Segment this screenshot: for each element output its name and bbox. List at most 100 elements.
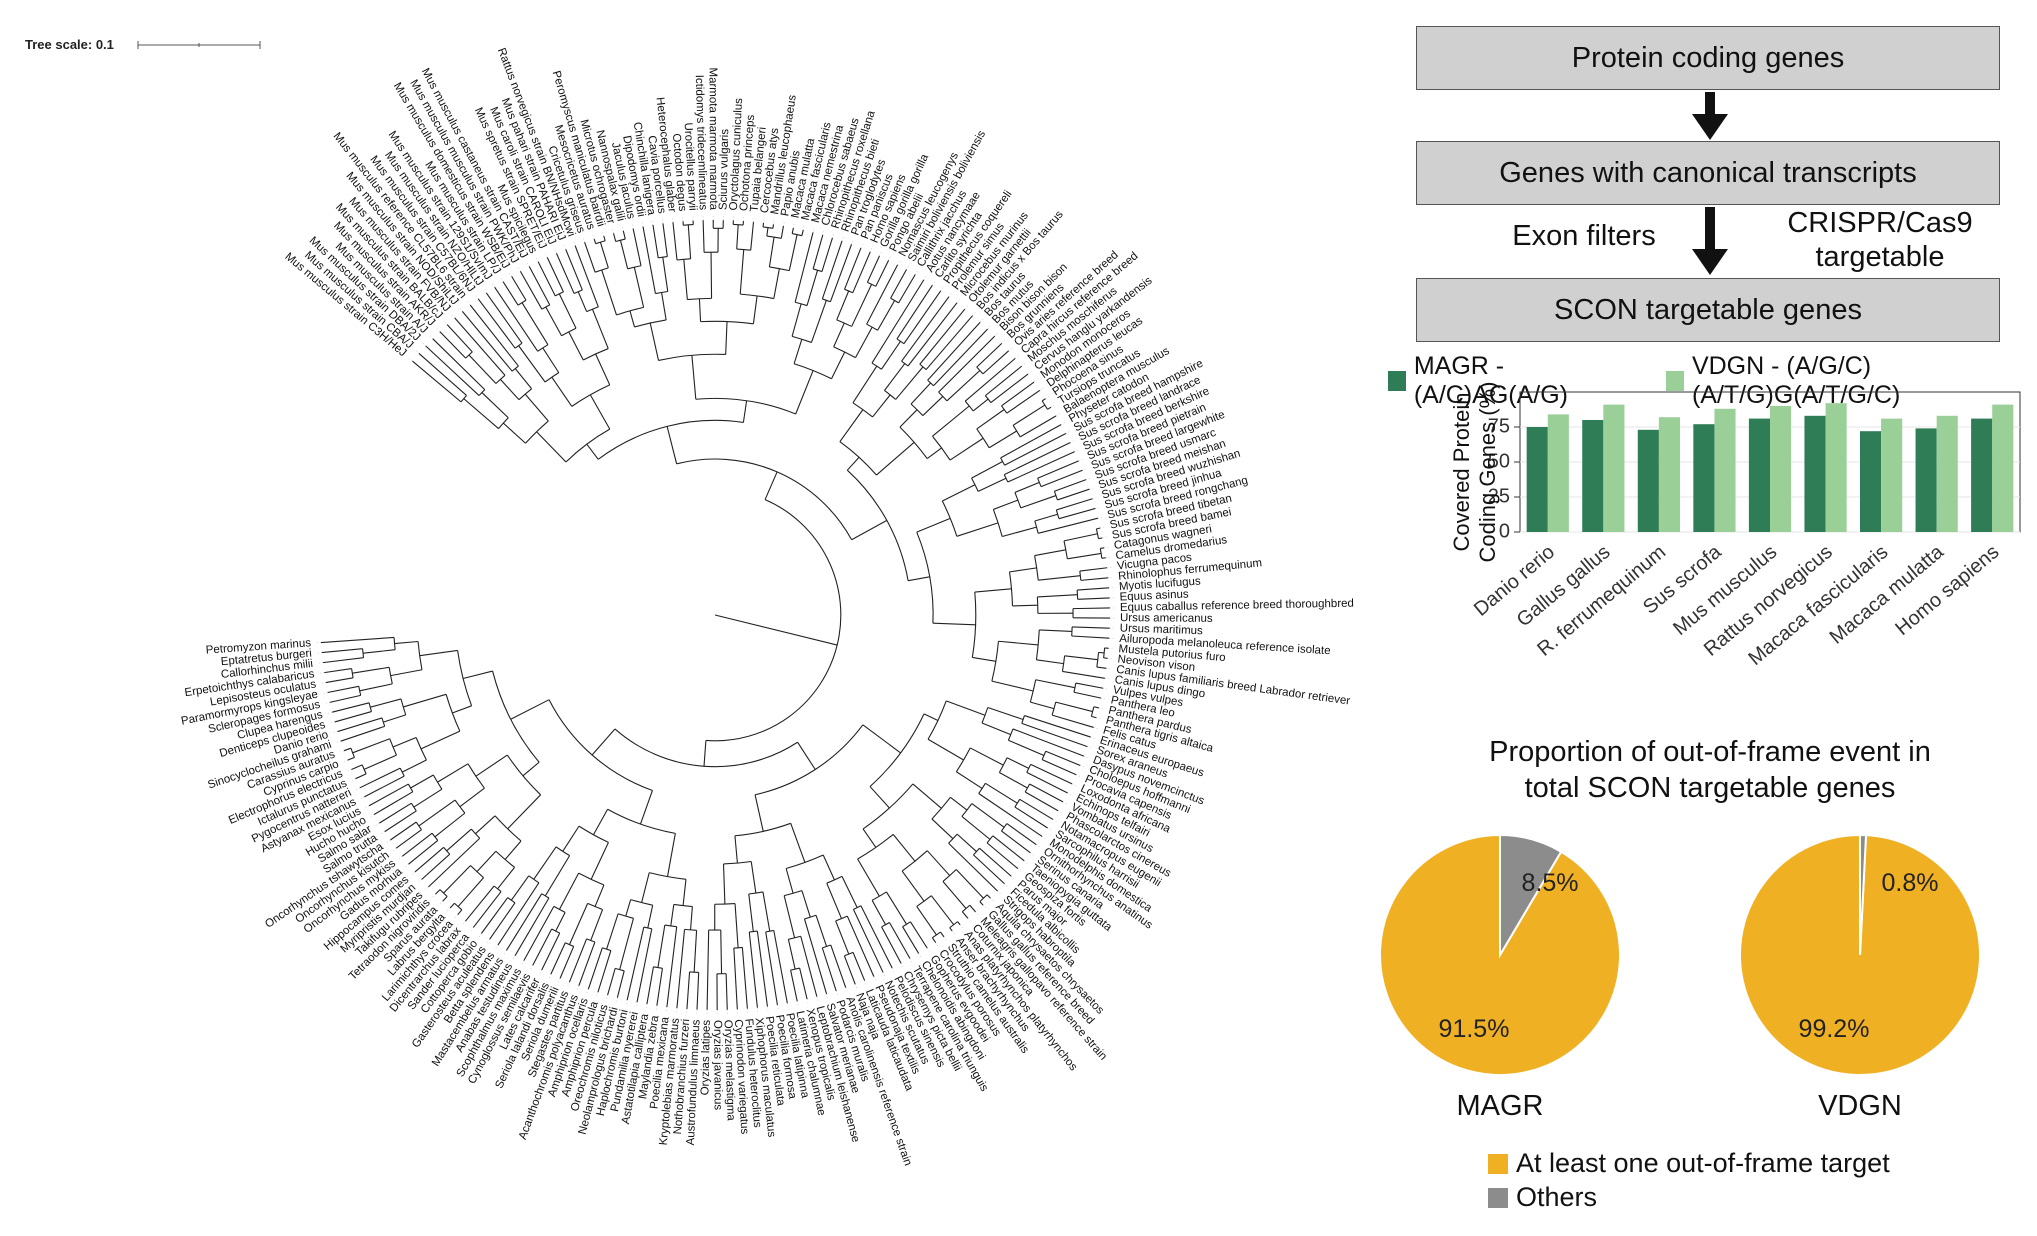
tree-branch-arc — [910, 403, 924, 416]
tree-branch-arc — [399, 767, 405, 777]
crispr-label-line1: CRISPR/Cas9 — [1787, 207, 1973, 239]
tree-branch — [1101, 557, 1106, 559]
tree-leaf-leader — [1067, 792, 1074, 796]
tree-branch — [1038, 517, 1099, 534]
tree-branch — [932, 405, 970, 437]
tree-branch — [895, 366, 924, 400]
tree-branch — [1040, 469, 1083, 488]
tree-branch — [662, 257, 669, 292]
tree-leaf-leader — [918, 953, 923, 959]
tree-branch — [461, 310, 513, 372]
tree-leaf-leader — [601, 230, 605, 237]
tree-branch — [886, 891, 908, 925]
tree-leaf-leader — [450, 313, 455, 319]
tree-branch-arc — [866, 323, 878, 331]
tree-branch — [418, 353, 467, 396]
tree-leaf-leader — [1097, 516, 1104, 519]
tree-branch — [877, 300, 896, 331]
tree-branch — [1004, 433, 1067, 466]
tree-branch-arc — [1001, 405, 1008, 414]
tree-branch — [1026, 771, 1068, 794]
tree-branch — [465, 885, 495, 922]
tree-branch — [468, 354, 497, 384]
tree-leaf-leader — [1108, 576, 1115, 579]
tree-branch-arc — [1024, 783, 1031, 793]
tree-leaf-leader — [316, 662, 323, 664]
tree-branch — [961, 816, 991, 840]
tree-branch-arc — [541, 304, 550, 310]
tree-branch — [940, 931, 945, 938]
tree-branch — [1012, 728, 1085, 757]
tree-branch — [748, 931, 758, 1008]
tree-branch-arc — [754, 724, 864, 796]
tree-branch-arc — [791, 335, 812, 343]
tree-leaf-leader — [1107, 658, 1114, 660]
tree-branch — [787, 939, 796, 970]
tree-branch-arc — [565, 942, 574, 947]
tree-branch — [736, 224, 739, 250]
tree-leaf-leader — [1024, 860, 1030, 865]
tree-leaf-leader — [900, 963, 905, 969]
tree-branch — [846, 915, 875, 977]
tree-leaf-leader — [1041, 836, 1048, 841]
tree-branch-arc — [932, 931, 941, 939]
tree-branch — [590, 909, 604, 941]
tree-branch — [851, 519, 888, 541]
tree-leaf-leader — [1047, 827, 1053, 832]
tree-branch-arc — [541, 893, 550, 899]
tree-branch-arc — [528, 875, 540, 884]
tree-branch — [1056, 498, 1093, 511]
tree-leaf-leader — [753, 215, 755, 222]
tree-branch — [976, 342, 1003, 368]
tree-leaf-leader — [932, 280, 936, 286]
tree-branch — [956, 522, 999, 537]
tree-leaf-leader — [851, 238, 854, 245]
tree-branch-arc — [734, 822, 791, 837]
tree-leaf-leader — [812, 226, 815, 233]
tree-leaf-leader — [1104, 546, 1111, 549]
tree-branch — [1012, 604, 1038, 607]
tree-branch — [703, 740, 707, 767]
tree-leaf-label: Oryzias javanicus — [711, 1020, 723, 1110]
tree-leaf-leader — [323, 702, 330, 704]
bar-vdgn — [1770, 406, 1792, 532]
tree-branch — [927, 321, 981, 381]
bar-vdgn — [1825, 403, 1847, 532]
tree-leaf-leader — [1102, 536, 1109, 539]
tree-leaf-leader — [368, 814, 375, 818]
tree-leaf-leader — [466, 300, 471, 306]
tree-branch — [324, 668, 352, 674]
tree-branch — [418, 799, 456, 827]
tree-leaf-leader — [757, 1007, 759, 1014]
tree-branch — [359, 767, 401, 789]
tree-leaf-leader — [557, 978, 561, 984]
tree-branch — [762, 891, 771, 932]
tree-branch — [435, 889, 441, 895]
tree-branch — [475, 815, 496, 835]
bar-magr — [1860, 431, 1882, 532]
tree-branch — [633, 267, 645, 308]
tree-leaf-leader — [1045, 395, 1051, 399]
tree-leaf-leader — [987, 324, 992, 330]
tree-branch-arc — [976, 428, 990, 449]
tree-leaf-leader — [354, 787, 360, 791]
bar-y-tick-label: 0 — [1499, 520, 1510, 542]
tree-branch — [442, 896, 448, 902]
tree-leaf-leader — [1017, 868, 1023, 873]
tree-branch — [756, 930, 768, 1007]
tree-leaf-leader — [1105, 556, 1112, 559]
tree-leaf-leader — [870, 246, 873, 252]
tree-branch-arc — [1012, 424, 1021, 438]
tree-leaf-leader — [595, 992, 599, 999]
tree-branch-arc — [658, 353, 726, 361]
tree-branch — [946, 370, 981, 402]
tree-branch — [932, 622, 976, 626]
tree-branch — [592, 808, 609, 836]
tree-leaf-leader — [631, 222, 634, 229]
tree-leaf-leader — [1092, 496, 1099, 500]
tree-branch-arc — [457, 650, 473, 707]
tree-leaf-leader — [431, 893, 436, 899]
tree-leaf-leader — [461, 920, 466, 927]
tree-branch — [931, 937, 937, 943]
tree-branch-arc — [1079, 570, 1082, 581]
